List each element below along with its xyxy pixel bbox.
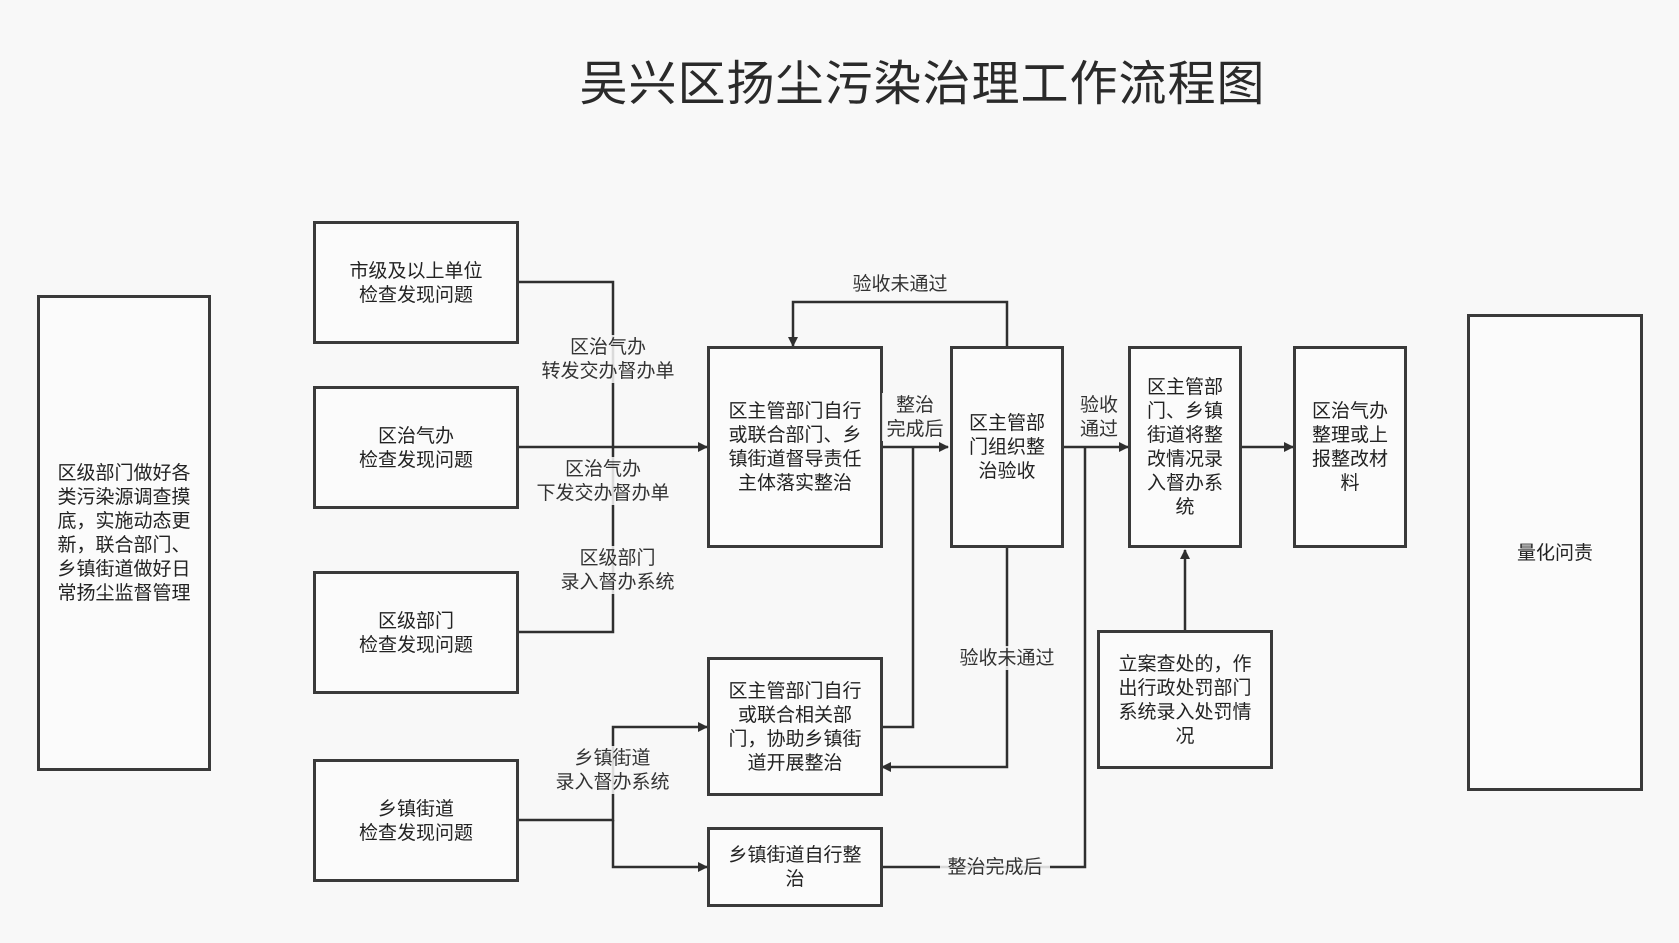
label-failed-mid: 验收未通过 bbox=[952, 646, 1062, 670]
box-town-self-rectify: 乡镇街道自行整 治 bbox=[707, 827, 883, 907]
box-city-inspection: 市级及以上单位 检查发现问题 bbox=[313, 221, 519, 344]
box-acceptance: 区主管部 门组织整 治验收 bbox=[950, 346, 1064, 548]
connector-town-to-self bbox=[611, 820, 708, 872]
box-district-base-management: 区级部门做好各 类污染源调查摸 底，实施动态更 新，联合部门、 乡镇街道做好日 … bbox=[37, 295, 211, 771]
box-district-inspection: 区级部门 检查发现问题 bbox=[313, 571, 519, 694]
box-penalty-entry: 立案查处的，作 出行政处罚部门 系统录入处罚情 况 bbox=[1097, 630, 1273, 769]
box-rectify-assist: 区主管部门自行 或联合相关部 门，协助乡镇街 道开展整治 bbox=[707, 657, 883, 796]
label-after-rectify-bottom: 整治完成后 bbox=[940, 855, 1050, 879]
box-town-inspection: 乡镇街道 检查发现问题 bbox=[313, 759, 519, 882]
label-after-rectify: 整治 完成后 bbox=[882, 393, 948, 441]
box-accountability: 量化问责 bbox=[1467, 314, 1643, 791]
label-forward-order: 区治气办 转发交办督办单 bbox=[538, 335, 678, 383]
box-record-entry: 区主管部 门、乡镇 街道将整 改情况录 入督办系 统 bbox=[1128, 346, 1242, 548]
label-failed-top: 验收未通过 bbox=[845, 272, 955, 296]
page-title: 吴兴区扬尘污染治理工作流程图 bbox=[579, 56, 1266, 112]
label-district-entry: 区级部门 录入督办系统 bbox=[555, 546, 680, 594]
label-town-entry: 乡镇街道 录入督办系统 bbox=[550, 746, 675, 794]
label-issue-order: 区治气办 下发交办督办单 bbox=[533, 457, 673, 505]
box-qzqb-inspection: 区治气办 检查发现问题 bbox=[313, 386, 519, 509]
connector-assist-to-acceptance bbox=[882, 447, 915, 729]
box-rectify-main: 区主管部门自行 或联合部门、乡 镇街道督导责任 主体落实整治 bbox=[707, 346, 883, 548]
connector-failed-mid bbox=[881, 547, 1009, 772]
label-passed: 验收 通过 bbox=[1070, 393, 1128, 441]
box-report-materials: 区治气办 整理或上 报整改材 料 bbox=[1293, 346, 1407, 548]
connector-failed-top bbox=[788, 300, 1009, 347]
